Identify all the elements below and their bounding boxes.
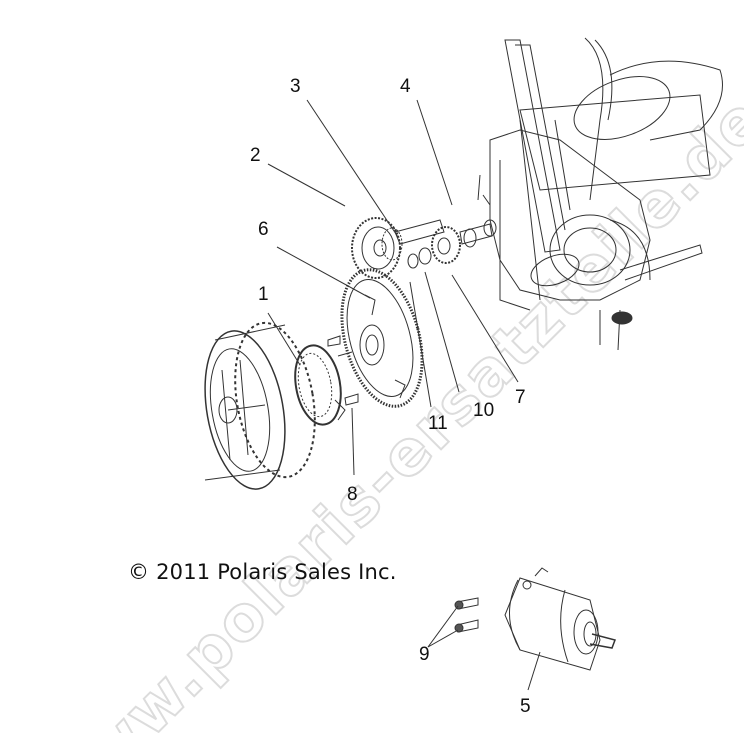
callout-2: 2 [250,145,261,166]
washer-11-illustration [407,253,419,269]
shaft-4-illustration [459,219,497,248]
bolt-8-illustration [344,393,359,406]
one-way-clutch-illustration [294,344,346,426]
reduction-gear-illustration [431,226,461,264]
bolt-illustration [327,335,341,347]
callout-3: 3 [290,76,301,97]
bolt-illustration [337,351,353,357]
callout-7: 7 [515,387,526,408]
washer-10-illustration [418,247,432,265]
callout-11: 11 [428,413,448,434]
callout-10: 10 [473,400,495,421]
starter-motor-illustration [504,567,616,671]
callout-4: 4 [400,76,411,97]
callout-8: 8 [347,484,358,505]
callout-1: 1 [258,284,269,305]
bolts-9-illustration [454,597,479,633]
callout-6: 6 [258,219,269,240]
copyright-notice: © 2011 Polaris Sales Inc. [128,560,397,584]
callout-9: 9 [419,644,430,665]
callout-5: 5 [520,696,531,717]
leader-lines [267,99,541,691]
idler-gear-illustration [351,217,403,279]
flywheel-illustration [204,321,316,490]
engine-block-illustration [477,37,723,351]
shaft-illustration [394,219,445,245]
